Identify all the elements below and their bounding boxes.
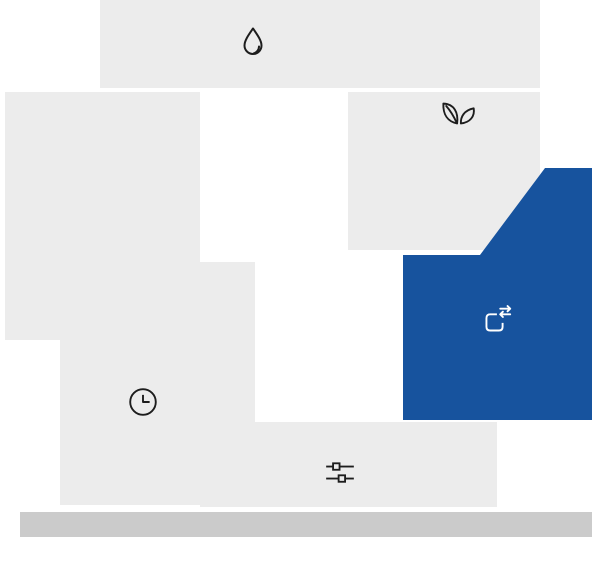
sliders-icon (324, 461, 356, 485)
tile-water-drop[interactable] (100, 0, 540, 88)
water-drop-icon (233, 22, 273, 62)
tile-sliders[interactable] (200, 422, 497, 507)
tap-swap-icon (476, 302, 514, 340)
clock-icon (125, 384, 161, 420)
leaves-icon (438, 96, 480, 132)
scroll-indicator[interactable] (20, 512, 592, 537)
